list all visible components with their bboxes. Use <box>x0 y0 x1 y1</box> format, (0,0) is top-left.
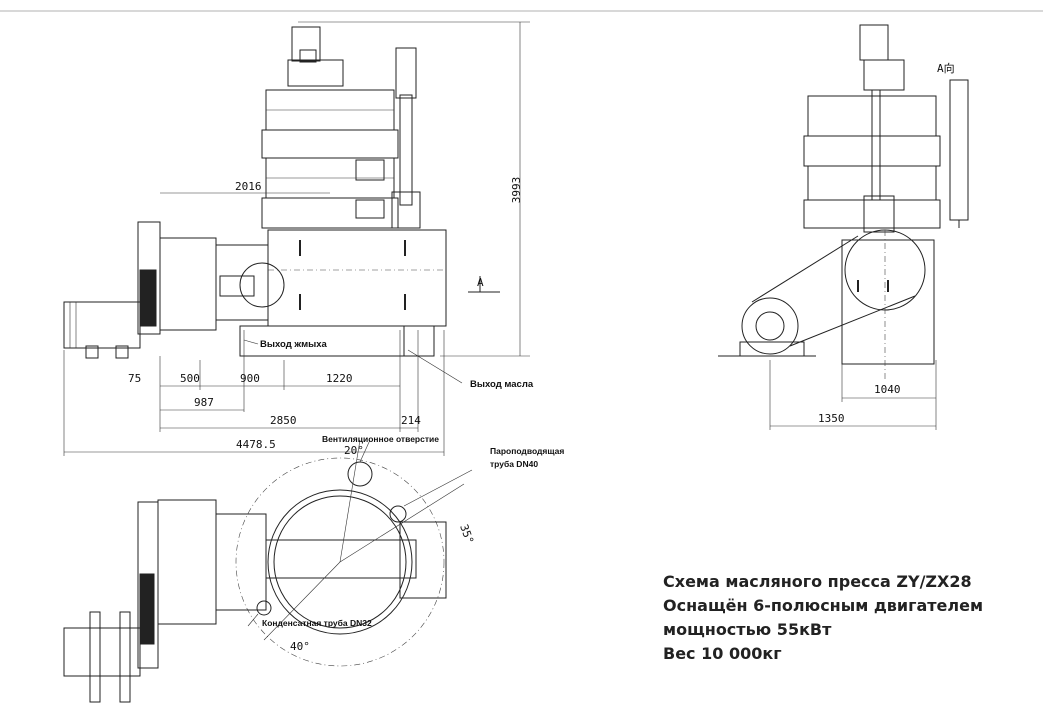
side-view: A向 1040 1350 <box>718 24 969 430</box>
caption: Схема масляного пресса ZY/ZX28 Оснащён 6… <box>663 570 1033 666</box>
dim-214: 214 <box>401 414 421 427</box>
dim-987: 987 <box>194 396 214 409</box>
section-marker: A <box>477 276 484 289</box>
label-steam-pipe-1: Пароподводящая <box>490 446 564 456</box>
dim-height: 3993 <box>510 177 523 204</box>
dim-2016: 2016 <box>235 180 262 193</box>
dim-500: 500 <box>180 372 200 385</box>
label-condensate: Конденсатная труба DN32 <box>262 618 372 628</box>
caption-weight: Вес 10 000кг <box>663 644 782 663</box>
label-steam-pipe-2: труба DN40 <box>490 459 538 469</box>
dim-75: 75 <box>128 372 141 385</box>
caption-title: Схема масляного пресса ZY/ZX28 <box>663 572 972 591</box>
dim-2850: 2850 <box>270 414 297 427</box>
angle-35: 35° <box>457 523 476 546</box>
caption-power: мощностью 55кВт <box>663 620 832 639</box>
label-oil-outlet: Выход масла <box>470 379 534 390</box>
dim-1040: 1040 <box>874 383 901 396</box>
top-view: Вентиляционное отверстие Пароподводящая … <box>63 434 564 703</box>
caption-motor: Оснащён 6-полюсным двигателем <box>663 596 984 615</box>
label-vent: Вентиляционное отверстие <box>322 434 439 444</box>
dim-1220: 1220 <box>326 372 353 385</box>
angle-40: 40° <box>290 640 310 653</box>
angle-20: 20° <box>344 444 364 457</box>
dim-total: 4478.5 <box>236 438 276 451</box>
label-cake-outlet: Выход жмыха <box>260 339 328 350</box>
view-label: A向 <box>937 61 955 75</box>
dim-900: 900 <box>240 372 260 385</box>
front-view: 3993 2016 75 500 900 1220 987 2850 214 4… <box>63 21 534 456</box>
dim-1350: 1350 <box>818 412 845 425</box>
